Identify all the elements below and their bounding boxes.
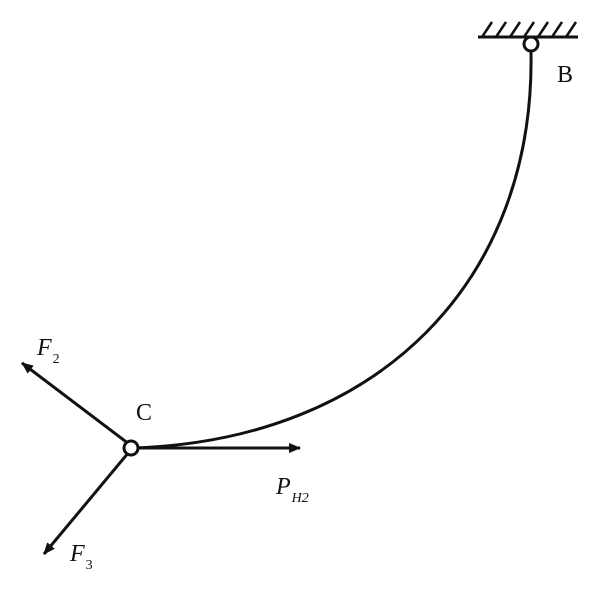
label-point-c: C	[136, 400, 152, 426]
fixed-support	[478, 21, 578, 39]
cable-curve	[132, 51, 533, 450]
force-f3-arrow	[42, 451, 131, 555]
label-force-f2: F2	[36, 335, 60, 367]
hinge-b	[522, 35, 540, 53]
label-force-f2-main: F	[36, 335, 52, 361]
label-force-f3: F3	[69, 541, 93, 573]
label-force-f3-main: F	[69, 541, 85, 567]
force-f2-arrow	[21, 361, 130, 446]
label-force-ph2-sub: H2	[291, 491, 309, 506]
support-hatching	[480, 21, 578, 38]
hinge-c	[122, 439, 140, 457]
label-force-f2-sub: 2	[53, 352, 60, 367]
label-force-ph2: PH2	[275, 474, 309, 506]
label-force-ph2-main: P	[275, 474, 291, 500]
label-force-f3-sub: 3	[86, 558, 93, 573]
label-point-b: B	[557, 62, 573, 88]
